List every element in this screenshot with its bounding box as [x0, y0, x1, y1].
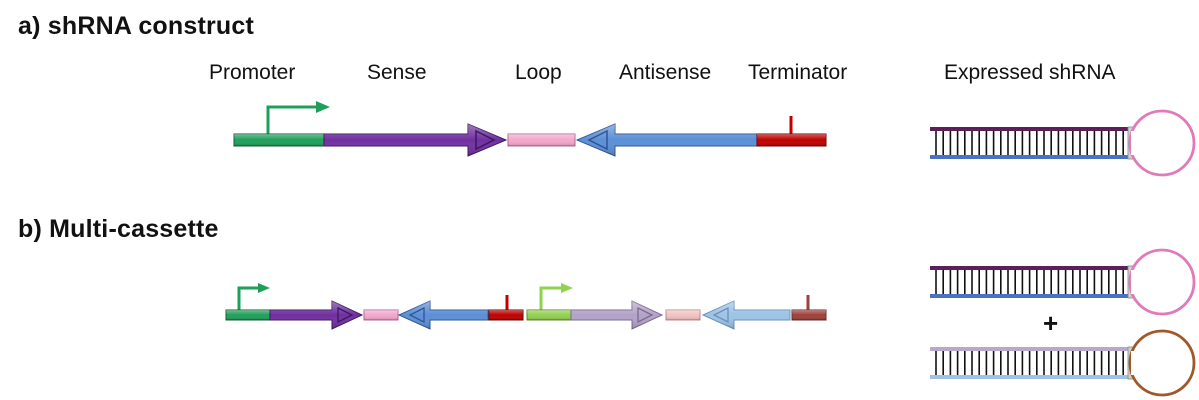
hairpin-shrna-a — [930, 109, 1196, 177]
section-a-title: a) shRNA construct — [18, 12, 255, 40]
terminator-2-shade — [792, 310, 826, 320]
promoter-arrow-icon — [266, 105, 318, 134]
sense-1-inner-icon — [337, 306, 354, 324]
loop-shade — [508, 134, 575, 146]
loop-2-shade — [666, 310, 700, 320]
terminator-label: Terminator — [748, 61, 848, 84]
promoter-1-shade — [226, 310, 270, 320]
terminator-shade — [757, 134, 826, 146]
hairpin-loop — [1128, 248, 1196, 316]
antisense-1-shade — [399, 301, 488, 329]
antisense-1-inner-icon — [408, 306, 425, 324]
expressed-shrna-label: Expressed shRNA — [944, 61, 1116, 84]
promoter-label: Promoter — [209, 61, 296, 84]
promoter-1-arrowhead-icon — [258, 283, 270, 293]
hairpin-loop — [1128, 109, 1196, 177]
section-b-title: b) Multi-cassette — [18, 215, 219, 243]
plus-sign: + — [1043, 308, 1059, 338]
construct-b — [225, 283, 827, 330]
hairpin-gap — [1131, 270, 1134, 294]
hairpin-gap — [1131, 131, 1134, 155]
construct-a — [233, 101, 827, 157]
hairpin-shrna-b1 — [930, 248, 1196, 316]
hairpin-gap — [1131, 351, 1134, 375]
sense-label: Sense — [367, 61, 427, 84]
sense-arrow-shade — [324, 124, 506, 156]
hairpin-shrna-b2 — [930, 329, 1196, 397]
terminator-1-shade — [489, 310, 523, 320]
promoter-2-arrow-icon — [539, 286, 562, 310]
promoter-1-arrow-icon — [237, 286, 259, 310]
antisense-label: Antisense — [619, 61, 712, 84]
antisense-2-shade — [703, 301, 790, 329]
antisense-arrow-shade — [577, 124, 757, 156]
promoter-arrowhead-icon — [316, 101, 330, 113]
promoter-2-arrowhead-icon — [561, 283, 573, 293]
sense-arrow-inner-icon — [475, 129, 496, 151]
hairpin-loop — [1128, 329, 1196, 397]
sense-2-inner-icon — [637, 306, 654, 324]
sense-1-shade — [270, 301, 362, 329]
antisense-arrow-inner-icon — [587, 129, 608, 151]
promoter-2-shade — [527, 310, 571, 320]
loop-1-shade — [364, 310, 398, 320]
loop-label: Loop — [515, 61, 562, 84]
antisense-2-inner-icon — [712, 306, 729, 324]
promoter-shade — [234, 134, 324, 146]
sense-2-shade — [571, 301, 662, 329]
